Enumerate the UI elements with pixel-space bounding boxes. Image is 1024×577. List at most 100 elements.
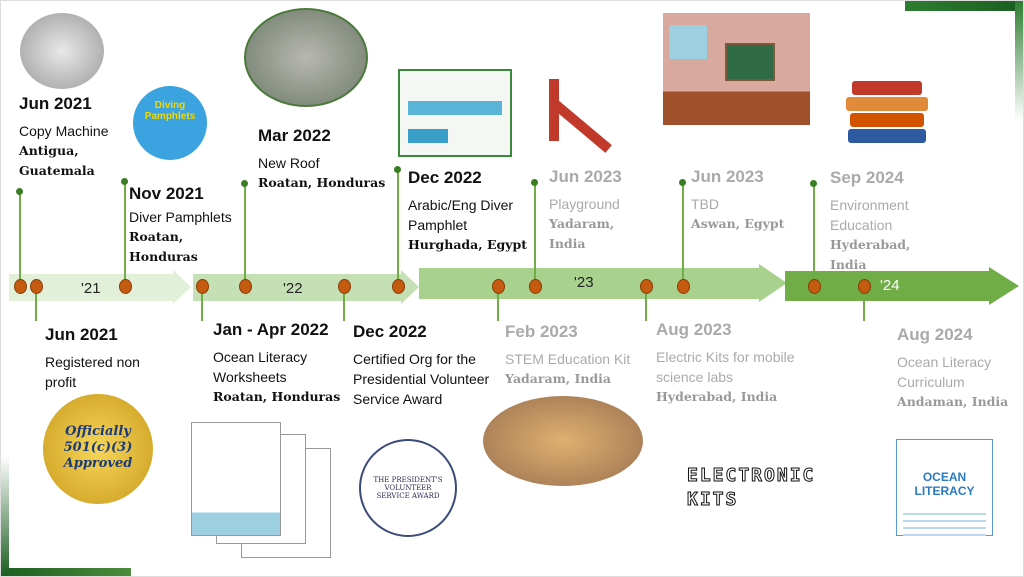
stem <box>124 181 126 283</box>
diving-pamphlets-logo: Diving Pamphlets <box>133 86 207 160</box>
event-jan-apr-2022: Jan - Apr 2022 Ocean Literacy Worksheets… <box>213 319 341 407</box>
event-location: Roatan, Honduras <box>129 229 198 264</box>
event-jun-2023-tbd: Jun 2023 TBD Aswan, Egypt <box>691 166 801 234</box>
event-date: Jun 2021 <box>19 94 92 113</box>
event-date: Dec 2022 <box>353 322 427 341</box>
event-title: Electric Kits for mobile science labs <box>656 349 795 385</box>
milestone-dot <box>529 279 542 294</box>
event-date: Aug 2024 <box>897 325 973 344</box>
event-title: Ocean Literacy Curriculum <box>897 354 992 390</box>
electronic-kits-label: ELECTRONIC KITS <box>687 465 816 511</box>
event-jun-2021-copy-machine: Jun 2021 Copy Machine Antigua, Guatemala <box>19 93 129 181</box>
event-title: Registered non profit <box>45 354 140 390</box>
event-title: Certified Org for the Presidential Volun… <box>353 351 490 407</box>
stem-pin <box>810 180 817 187</box>
stem-pin <box>241 180 248 187</box>
event-feb-2023: Feb 2023 STEM Education Kit Yadaram, Ind… <box>505 321 655 389</box>
stem <box>343 289 345 321</box>
event-jun-2021-nonprofit: Jun 2021 Registered non profit <box>45 324 155 392</box>
stem-pin <box>394 166 401 173</box>
event-dec-2022-award: Dec 2022 Certified Org for the President… <box>353 321 503 409</box>
stem <box>201 289 203 321</box>
event-title: Arabic/Eng Diver Pamphlet <box>408 197 514 233</box>
corner-accent <box>1 456 9 576</box>
event-date: Mar 2022 <box>258 126 331 145</box>
event-date: Feb 2023 <box>505 322 578 341</box>
year-arrow-2023: '23 <box>419 264 787 302</box>
event-mar-2022: Mar 2022 New Roof Roatan, Honduras <box>258 125 388 193</box>
event-title: Copy Machine <box>19 123 109 139</box>
event-aug-2024: Aug 2024 Ocean Literacy Curriculum Andam… <box>897 324 1017 412</box>
milestone-dot <box>640 279 653 294</box>
books-image <box>846 79 928 149</box>
stem-pin <box>679 179 686 186</box>
stem <box>813 183 815 283</box>
milestone-dot <box>858 279 871 294</box>
event-location: Yadaram, India <box>505 371 612 386</box>
event-location: Antigua, Guatemala <box>19 143 95 178</box>
milestone-dot <box>338 279 351 294</box>
event-date: Jun 2021 <box>45 325 118 344</box>
year-label: '21 <box>81 280 101 297</box>
stem <box>534 182 536 283</box>
event-aug-2023: Aug 2023 Electric Kits for mobile scienc… <box>656 319 796 407</box>
event-date: Sep 2024 <box>830 168 904 187</box>
presidential-award-seal: THE PRESIDENT'S VOLUNTEER SERVICE AWARD <box>359 439 457 537</box>
event-jun-2023-playground: Jun 2023 Playground Yadaram, India <box>549 166 639 254</box>
501c3-seal: Officially 501(c)(3) Approved <box>43 394 153 504</box>
stem <box>645 289 647 321</box>
milestone-dot <box>677 279 690 294</box>
stem <box>19 191 21 283</box>
event-location: Hurghada, Egypt <box>408 237 528 252</box>
worksheets-image <box>191 422 331 562</box>
event-title: Ocean Literacy Worksheets <box>213 349 308 385</box>
stem <box>35 289 37 321</box>
corner-accent <box>905 1 1023 11</box>
event-date: Jun 2023 <box>691 167 764 186</box>
ocean-literacy-text: OCEAN LITERACY <box>914 470 975 498</box>
event-location: Roatan, Honduras <box>213 389 341 404</box>
year-arrow-2024: '24 <box>785 267 1019 305</box>
milestone-dot <box>119 279 132 294</box>
stem <box>244 183 246 283</box>
corner-accent <box>1 568 131 576</box>
event-date: Nov 2021 <box>129 184 204 203</box>
event-date: Jan - Apr 2022 <box>213 320 329 339</box>
milestone-dot <box>239 279 252 294</box>
stem-pin <box>16 188 23 195</box>
ocean-literacy-logo: OCEAN LITERACY <box>896 439 993 538</box>
stem-pin <box>121 178 128 185</box>
arabic-pamphlet-image <box>398 69 512 157</box>
milestone-dot <box>392 279 405 294</box>
event-nov-2021: Nov 2021 Diver Pamphlets Roatan, Hondura… <box>129 183 239 267</box>
event-location: Hyderabad, India <box>830 237 911 272</box>
stem-kit-photo <box>483 396 643 486</box>
event-location: Hyderabad, India <box>656 389 778 404</box>
milestone-dot <box>196 279 209 294</box>
year-arrow-2022: '22 <box>193 270 419 304</box>
event-title: Diver Pamphlets <box>129 209 232 225</box>
event-location: Roatan, Honduras <box>258 175 386 190</box>
event-date: Dec 2022 <box>408 168 482 187</box>
event-location: Aswan, Egypt <box>691 216 785 231</box>
event-date: Aug 2023 <box>656 320 732 339</box>
milestone-dot <box>808 279 821 294</box>
event-title: New Roof <box>258 155 320 171</box>
classroom-image <box>663 13 810 125</box>
copy-machine-photo <box>20 13 104 89</box>
milestone-dot <box>14 279 27 294</box>
stem-pin <box>531 179 538 186</box>
year-label: '22 <box>283 280 303 297</box>
event-title: Environment Education <box>830 197 909 233</box>
event-location: Andaman, India <box>897 394 1009 409</box>
corner-accent <box>1015 1 1023 121</box>
year-label: '23 <box>574 274 594 291</box>
event-title: TBD <box>691 196 719 212</box>
stem <box>863 289 865 321</box>
event-title: STEM Education Kit <box>505 351 631 367</box>
stem <box>497 289 499 321</box>
stem <box>682 182 684 283</box>
playground-slide-image <box>541 79 621 153</box>
year-label: '24 <box>880 277 900 294</box>
